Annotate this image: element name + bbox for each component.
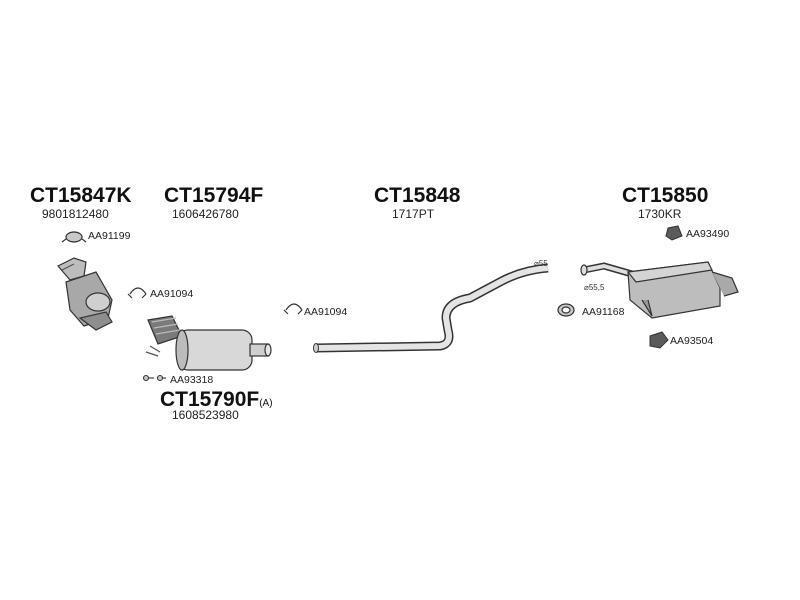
rubber-hanger-icon xyxy=(649,331,669,349)
oem-number: 1730KR xyxy=(638,207,682,221)
particulate-filter xyxy=(145,315,272,371)
part-code-title: CT15847K xyxy=(30,184,132,207)
part-label: AA91094 xyxy=(304,306,348,318)
part-code-title: CT15848 xyxy=(374,184,461,207)
pipe-diameter-label: ⌀55,5 xyxy=(584,283,605,292)
pipe-diameter-label: ⌀55 xyxy=(534,259,548,268)
part-label: AA93490 xyxy=(686,228,730,240)
part-label: AA91199 xyxy=(88,230,131,242)
part-code-title: CT15850 xyxy=(622,184,709,207)
intermediate-pipe xyxy=(313,263,549,353)
oem-number: 1608523980 xyxy=(172,408,239,422)
catalytic-converter xyxy=(57,257,113,331)
part-label: AA93504 xyxy=(670,335,714,347)
part-code-title: CT15794F xyxy=(164,184,264,207)
part-code-title: CT15790F(A) xyxy=(160,388,273,412)
clamp-icon xyxy=(61,231,87,243)
part-label: AA91168 xyxy=(582,306,625,318)
oem-number: 1606426780 xyxy=(172,207,239,221)
part-code: CT15790F xyxy=(160,388,260,411)
bolts-icon xyxy=(142,374,166,382)
rubber-hanger-icon xyxy=(665,225,683,241)
part-label: AA93318 xyxy=(170,374,214,386)
clamp-icon xyxy=(557,303,575,317)
oem-number: 1717PT xyxy=(392,207,435,221)
oem-number: 9801812480 xyxy=(42,207,109,221)
clamp-icon xyxy=(283,303,303,315)
part-code-suffix: (A) xyxy=(259,398,273,409)
clamp-icon xyxy=(127,287,147,299)
part-label: AA91094 xyxy=(150,288,194,300)
rear-silencer xyxy=(580,261,739,319)
